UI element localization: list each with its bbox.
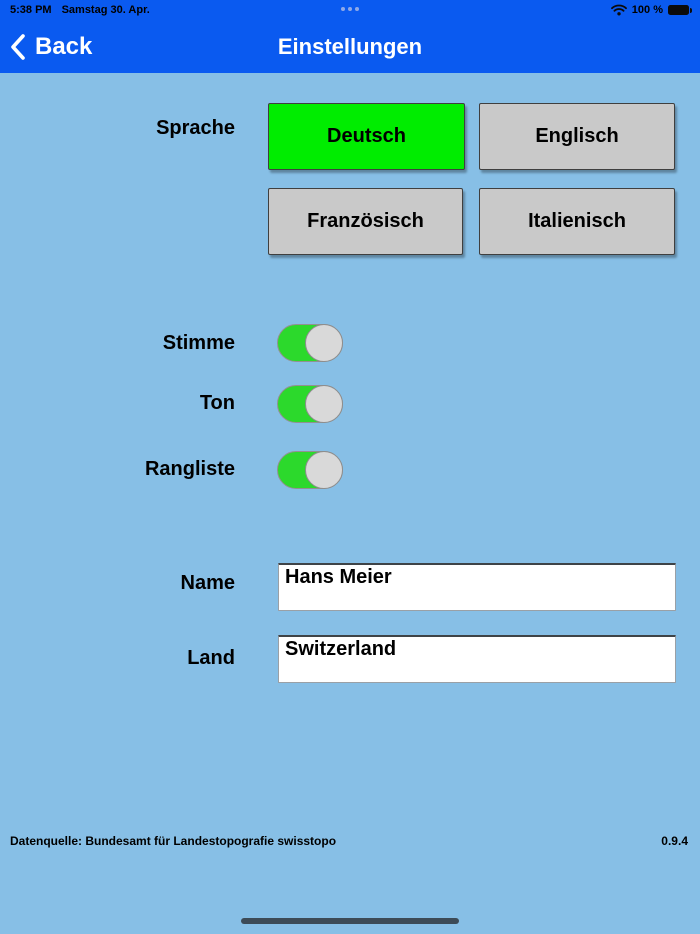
land-field[interactable]: [278, 635, 676, 683]
toggle-label-stimme: Stimme: [162, 332, 235, 354]
toggle-label-ton: Ton: [199, 392, 235, 414]
land-field-label: Land: [187, 647, 235, 669]
status-left: 5:38 PM Samstag 30. Apr.: [8, 4, 150, 16]
name-field-label: Name: [180, 572, 235, 594]
toggle-knob: [305, 385, 343, 423]
chevron-left-icon: [11, 33, 25, 60]
status-time: 5:38 PM: [10, 4, 52, 16]
battery-icon: [668, 5, 692, 15]
language-option-deutsch[interactable]: Deutsch: [268, 103, 465, 170]
toggle-stimme[interactable]: [277, 324, 343, 362]
data-source-note: Datenquelle: Bundesamt für Landestopogra…: [10, 834, 337, 848]
version-label: 0.9.4: [661, 834, 688, 848]
toggle-ton[interactable]: [277, 385, 343, 423]
toggle-knob: [305, 451, 343, 489]
language-section-label: Sprache: [156, 117, 235, 139]
name-field[interactable]: [278, 563, 676, 611]
status-date: Samstag 30. Apr.: [61, 4, 150, 16]
wifi-icon: [610, 4, 627, 16]
multitask-dots-icon: [341, 7, 359, 11]
language-option-italienisch[interactable]: Italienisch: [479, 188, 675, 255]
status-right: 100 %: [610, 4, 692, 16]
language-option-englisch[interactable]: Englisch: [479, 103, 675, 170]
battery-percent: 100 %: [631, 4, 663, 16]
home-indicator[interactable]: [241, 918, 459, 924]
toggle-label-rangliste: Rangliste: [144, 458, 235, 480]
status-bar: 5:38 PM Samstag 30. Apr. 100 %: [0, 0, 700, 20]
page-title: Einstellungen: [277, 33, 423, 59]
toggle-rangliste[interactable]: [277, 451, 343, 489]
toggle-knob: [305, 324, 343, 362]
back-button[interactable]: Back: [10, 20, 92, 73]
nav-bar: Einstellungen Back: [0, 20, 700, 73]
language-option-franzoesisch[interactable]: Französisch: [268, 188, 463, 255]
back-button-label: Back: [35, 32, 93, 60]
